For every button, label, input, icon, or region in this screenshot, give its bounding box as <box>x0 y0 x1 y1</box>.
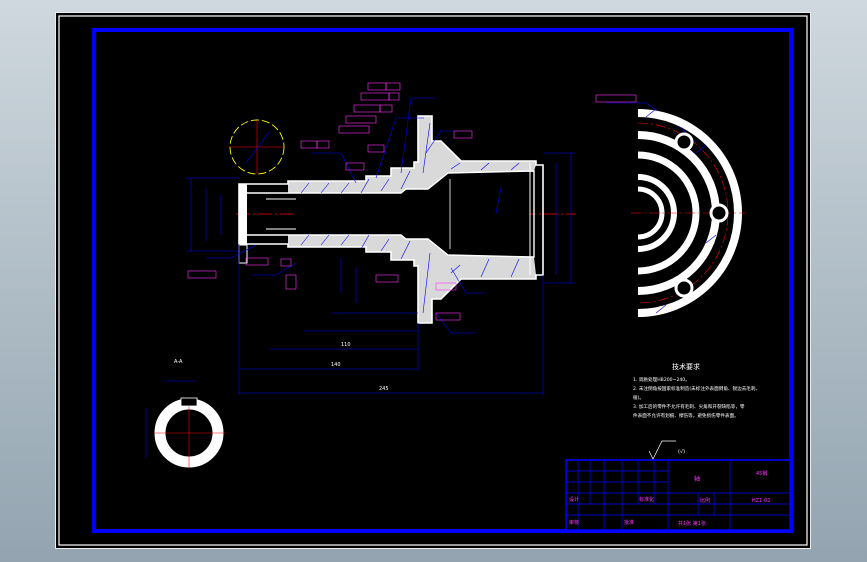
title-block: 轴 45钢 HZ1-01 比例 共1张 第1张 设计 审核 批准 标准化 <box>565 459 791 531</box>
title-designer: 设计 <box>569 496 579 503</box>
tech-notes-title: 技术要求 <box>672 362 700 371</box>
title-standard: 标准化 <box>639 496 654 503</box>
bolt-hole-bottom <box>674 278 694 298</box>
dim-mid-length: 140 <box>331 362 341 368</box>
bolt-hole-top <box>674 132 694 152</box>
title-sheet-label: 共1张 第1张 <box>678 520 706 527</box>
flange-side-view <box>631 108 746 317</box>
drawing-border <box>92 28 793 533</box>
tech-note-4: 3. 加工后的零件不允许有毛刺、尖角和开裂缺陷等，零 <box>633 403 745 410</box>
title-approval: 批准 <box>624 519 634 526</box>
dim-overall-length: 245 <box>379 386 389 392</box>
shaft-section-view <box>236 115 576 324</box>
tolerance-frames <box>187 82 637 321</box>
end-plate <box>239 184 247 244</box>
tech-note-2: 2. 未注倒角按国家标准制造(未标注外表面倒角、锐边去毛刺、 <box>633 385 760 392</box>
lower-wall <box>288 235 418 266</box>
bore-cavity <box>296 178 530 250</box>
cad-viewport[interactable]: A-A 245 140 110 技术要求 1. 调质处理HB200~240。 2… <box>56 13 810 548</box>
title-checker: 审核 <box>569 519 579 526</box>
section-hatch <box>300 122 520 314</box>
dim-short-length: 110 <box>341 342 351 348</box>
sheet-frame <box>58 15 808 546</box>
flange-ring-3 <box>637 151 700 275</box>
title-scale-label: 比例 <box>700 497 710 504</box>
upper-flange <box>418 116 536 189</box>
lower-flange <box>418 239 536 323</box>
title-part-name: 轴 <box>694 475 700 483</box>
tech-note-1: 1. 调质处理HB200~240。 <box>633 376 690 383</box>
roughness-note: (√) <box>678 449 685 455</box>
dimension-lines <box>186 97 697 395</box>
detail-callout <box>229 119 285 175</box>
title-drawing-no: HZ1-01 <box>752 498 771 504</box>
tech-note-5: 件表面不允许有划痕、擦伤等，避免损伤零件表面。 <box>633 412 739 419</box>
tech-note-3: 棱)。 <box>633 394 644 401</box>
section-aa: A-A <box>145 359 226 468</box>
flange-bore-ring <box>637 186 665 240</box>
roughness-symbol: (√) <box>648 440 685 460</box>
bolt-hole-mid <box>709 203 729 223</box>
tech-notes: 技术要求 1. 调质处理HB200~240。 2. 未注倒角按国家标准制造(未标… <box>633 362 760 419</box>
engineering-drawing: A-A 245 140 110 技术要求 1. 调质处理HB200~240。 2… <box>58 15 808 546</box>
title-material: 45钢 <box>756 470 767 477</box>
upper-wall <box>288 162 418 193</box>
section-aa-label: A-A <box>174 359 183 365</box>
flange-outer-ring <box>637 109 742 317</box>
